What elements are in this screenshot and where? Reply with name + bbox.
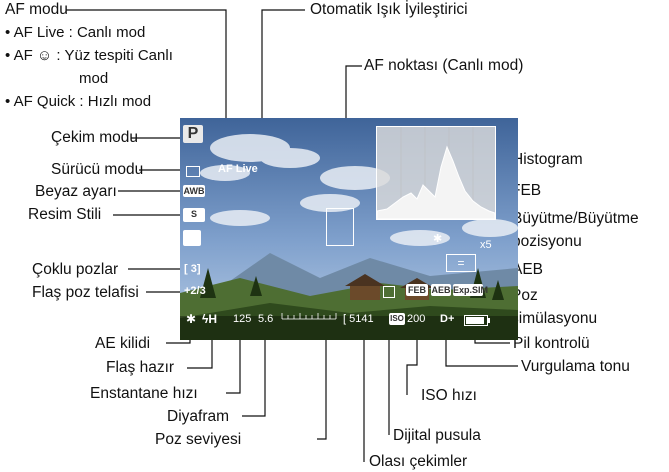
label-flash-ready: Flaş hazır <box>106 359 175 376</box>
picture-style-indicator: S <box>183 208 205 222</box>
label-white-balance: Beyaz ayarı <box>35 183 117 200</box>
drive-mode-icon <box>186 166 200 177</box>
leader-exp-level <box>317 322 327 440</box>
wb-indicator: AWB <box>183 185 205 197</box>
feb-indicator: FEB <box>406 284 428 296</box>
label-multiple-exposure: Çoklu pozlar <box>32 261 119 278</box>
label-feb: FEB <box>511 182 542 199</box>
highlight-tone-indicator: D+ <box>440 313 455 325</box>
multi-exposure-indicator: [ 3] <box>184 263 201 275</box>
aperture-value: 5.6 <box>258 313 274 325</box>
alo-indicator <box>183 230 201 246</box>
histogram-graph <box>377 127 495 219</box>
exp-sim-indicator: Exp.SIM <box>453 284 489 296</box>
flash-ready-indicator: ϟH <box>202 312 218 326</box>
aeb-box: = <box>446 254 476 272</box>
label-drive-mode: Sürücü modu <box>51 161 144 178</box>
exposure-level-scale <box>281 313 337 320</box>
leader-shutter <box>226 325 241 394</box>
flash-comp-indicator: +2/3 <box>184 285 206 297</box>
label-magnify-2: pozisyonu <box>512 233 582 250</box>
label-highlight-tone: Vurgulama tonu <box>521 358 630 375</box>
label-shooting-mode: Çekim modu <box>51 129 138 146</box>
label-af-mode: AF modu <box>5 1 68 18</box>
label-af-face: • AF ☺ : Yüz tespiti Canlı <box>5 47 173 64</box>
label-af-live: • AF Live : Canlı mod <box>5 24 146 41</box>
label-af-point: AF noktası (Canlı mod) <box>364 57 524 74</box>
label-exp-sim-2: simülasyonu <box>511 310 598 327</box>
label-af-face-cont: mod <box>79 70 109 87</box>
shutter-speed-value: 125 <box>233 313 252 325</box>
label-shutter: Enstantane hızı <box>90 385 198 402</box>
label-magnify: Büyütme/Büyütme <box>512 210 639 227</box>
live-view-screen: P AF Live AWB S [ 3] +2/3 ✱ x5 = FEB AEB… <box>180 118 518 340</box>
af-mode-indicator: AF Live <box>218 163 258 175</box>
aeb-indicator: AEB <box>431 284 451 296</box>
label-possible-shots: Olası çekimler <box>369 453 468 470</box>
iso-value: 200 <box>407 313 426 325</box>
label-digital-compass: Dijital pusula <box>393 427 481 444</box>
magnify-star-icon: ✱ <box>433 233 443 245</box>
shooting-mode-indicator: P <box>183 125 203 143</box>
label-aperture: Diyafram <box>167 408 230 425</box>
label-exposure-level: Poz seviyesi <box>155 431 242 448</box>
label-iso: ISO hızı <box>421 387 477 404</box>
label-alo: Otomatik Işık İyileştirici <box>310 1 468 18</box>
label-flash-comp: Flaş poz telafisi <box>32 284 139 301</box>
af-point-frame <box>326 208 354 246</box>
histogram-panel <box>376 126 496 220</box>
label-aeb: AEB <box>512 261 544 278</box>
leader-aperture <box>242 325 266 417</box>
iso-label: ISO <box>389 313 405 325</box>
leader-af-mode <box>66 9 227 150</box>
ae-lock-indicator: ✱ <box>186 312 197 326</box>
compass-icon <box>383 286 395 298</box>
battery-icon <box>464 315 490 326</box>
leader-iso <box>406 325 418 395</box>
magnify-indicator: x5 <box>480 239 492 251</box>
label-ae-lock: AE kilidi <box>95 335 151 352</box>
label-histogram: Histogram <box>512 151 583 168</box>
label-picture-style: Resim Stili <box>28 206 102 223</box>
label-battery: Pil kontrolü <box>513 335 590 352</box>
possible-shots-value: [ 5141 <box>343 313 374 325</box>
label-af-quick: • AF Quick : Hızlı mod <box>5 93 152 110</box>
